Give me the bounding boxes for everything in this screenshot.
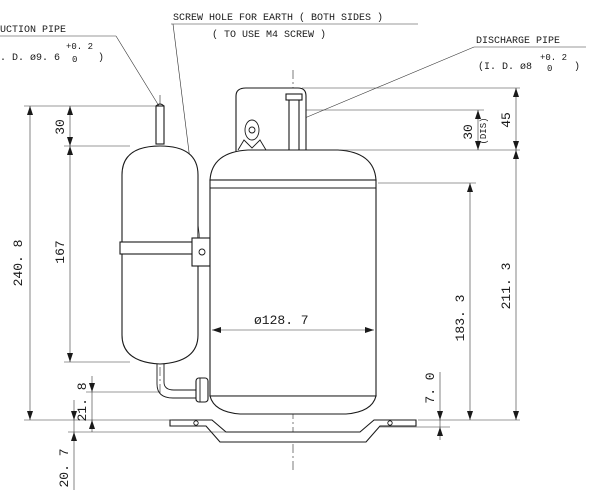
suction-tol-lower: 0	[72, 55, 77, 65]
right-dimensions: 30 (DIS) 45 183. 3 211. 3 7. 0	[302, 87, 520, 440]
discharge-paren: )	[574, 61, 580, 73]
dim-body-height: 183. 3	[453, 295, 468, 342]
discharge-pipe-title: DISCHARGE PIPE	[476, 36, 560, 47]
discharge-pipe-cap	[285, 93, 303, 101]
suction-pipe-end	[155, 103, 165, 107]
earth-screw-hole	[198, 248, 206, 256]
suction-pipe-spec: . D. ø9. 6	[0, 53, 60, 64]
dim-base-offset: 7. 0	[423, 372, 438, 403]
discharge-tol-upper: +0. 2	[540, 53, 567, 63]
suction-pipe-title: UCTION PIPE	[0, 25, 66, 36]
compressor-body	[169, 87, 417, 443]
accumulator-outlet-pipe-inner	[163, 364, 200, 391]
dim-overall-height: 240. 8	[11, 240, 26, 287]
diameter-dimension: ø128. 7	[212, 313, 374, 333]
body-bottom-dome	[209, 395, 377, 415]
dim-suction-top: 30	[53, 119, 68, 135]
dim-top-height: 45	[499, 112, 514, 128]
discharge-pipe	[288, 97, 300, 153]
dim-discharge-top: 30	[461, 124, 476, 140]
screw-hole-label: SCREW HOLE FOR EARTH ( BOTH SIDES ) ( TO…	[171, 12, 418, 249]
terminal-cover-bracket	[237, 139, 267, 151]
discharge-tol-lower: 0	[547, 64, 552, 74]
accumulator	[119, 103, 211, 403]
screw-hole-line2: ( TO USE M4 SCREW )	[212, 29, 326, 41]
accumulator-outlet-pipe-outer	[156, 364, 200, 399]
dim-suction-connection-height: 21. 8	[75, 382, 90, 421]
earth-screw-clamp	[191, 237, 211, 267]
left-dimensions: 240. 8 30 167 21. 8 20. 7	[11, 105, 226, 490]
discharge-leader-line	[299, 46, 475, 121]
body-shell	[209, 179, 377, 397]
dim-discharge-note: (DIS)	[479, 117, 489, 144]
dim-base-height: 20. 7	[57, 448, 72, 487]
terminal-cover-bolt	[244, 119, 260, 141]
dim-total-height: 211. 3	[499, 263, 514, 310]
body-dome	[209, 149, 377, 181]
dim-accumulator-height: 167	[53, 240, 68, 263]
mount-hole-right	[387, 420, 393, 426]
screw-hole-line1: SCREW HOLE FOR EARTH ( BOTH SIDES )	[173, 12, 383, 24]
suction-paren: )	[98, 52, 104, 64]
discharge-pipe-label: DISCHARGE PIPE (I. D. ø8 +0. 2 0 )	[299, 36, 586, 121]
accumulator-tank	[121, 145, 199, 365]
dim-diameter: ø128. 7	[254, 313, 309, 328]
mount-hole-left	[193, 420, 199, 426]
discharge-pipe-spec: (I. D. ø8	[478, 61, 532, 73]
suction-pipe-label: UCTION PIPE . D. ø9. 6 +0. 2 0 )	[0, 25, 160, 107]
terminal-cover-bolt-core	[248, 126, 256, 134]
suction-tol-upper: +0. 2	[66, 42, 93, 52]
suction-fitting	[195, 377, 209, 403]
suction-pipe	[155, 105, 165, 145]
suction-leader-line	[115, 35, 160, 107]
